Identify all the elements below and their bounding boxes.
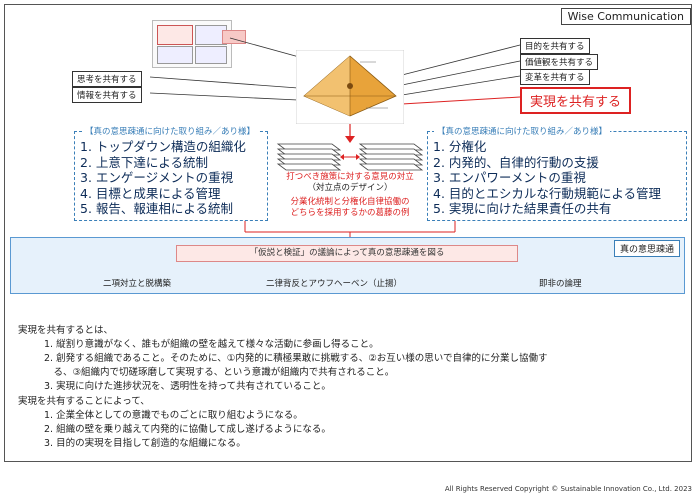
right-item-4: 4. 目的とエシカルな行動規範による管理 <box>433 185 662 201</box>
conflict-design-line: （対立点のデザイン） <box>307 183 393 193</box>
realization-item-2-cont: る、③組織内で切磋琢磨して実現する、という意識が組織内で共有されること。 <box>44 367 395 378</box>
pyramid-diagram <box>296 50 404 124</box>
right-item-3: 3. エンパワーメントの重視 <box>433 170 586 185</box>
effect-item-3: 3. 目的の実現を目指して創造的な組織になる。 <box>44 438 246 449</box>
left-item-2: 2. 上意下達による統制 <box>80 154 209 170</box>
share-realization-box: 実現を共有する <box>520 87 632 114</box>
left-item-1: 1. トップダウン構造の組織化 <box>80 139 246 154</box>
matrix-thumbnail <box>152 20 232 68</box>
right-panel-title: 【真の意思疎通に向けた取り組み／あり様】 <box>434 125 611 137</box>
share-information-box: 情報を共有する <box>72 87 142 103</box>
left-item-3: 3. エンゲージメントの重視 <box>80 170 234 185</box>
left-item-4: 4. 目標と成果による管理 <box>80 185 221 201</box>
realization-item-2: 2. 創発する組織であること。そのために、①内発的に積極果敢に挑戦する、②お互い… <box>44 353 548 364</box>
heading-effects: 実現を共有することによって、 <box>18 396 150 407</box>
left-item-5: 5. 報告、報連相による統制 <box>80 201 234 216</box>
true-communication-label: 真の意思疎通 <box>613 240 680 257</box>
right-item-1: 1. 分権化 <box>433 139 487 154</box>
document-stacks <box>276 143 424 171</box>
share-change-box: 変革を共有する <box>520 69 590 85</box>
binary-opposition-label: 二項対立と脱構築 <box>103 279 172 289</box>
left-panel-title: 【真の意思疎通に向けた取り組み／あり様】 <box>82 125 259 137</box>
dilemma-line-1: 分業化統制と分権化自律協働の <box>290 197 410 207</box>
left-panel-list: 1. トップダウン構造の組織化 2. 上意下達による統制 3. エンゲージメント… <box>80 139 246 217</box>
realization-item-3: 3. 実現に向けた進捗状況を、透明性を持って共有されていること。 <box>44 381 331 392</box>
hypothesis-bar: 「仮説と検証」の議論によって真の意思疎通を図る <box>176 245 518 262</box>
effect-item-1: 1. 企業全体としての意識でものごとに取り組むようになる。 <box>44 410 303 421</box>
conflict-line: 打つべき施策に対する意見の対立 <box>286 172 414 182</box>
dilemma-line-2: どちらを採用するかの葛藤の例 <box>290 208 410 218</box>
effect-item-2: 2. 組織の壁を乗り越えて内発的に協働して成し遂げるようになる。 <box>44 424 331 435</box>
right-item-2: 2. 内発的、自律的行動の支援 <box>433 154 599 170</box>
brand-label: Wise Communication <box>560 8 691 25</box>
share-purpose-box: 目的を共有する <box>520 38 590 54</box>
antinomy-label: 二律背反とアウフヘーベン（止揚） <box>266 279 403 289</box>
diagram-frame <box>4 4 692 462</box>
share-thinking-box: 思考を共有する <box>72 71 142 87</box>
true-communication-panel: 真の意思疎通 「仮説と検証」の議論によって真の意思疎通を図る 二項対立と脱構築 … <box>10 237 685 294</box>
sokuhi-logic-label: 即非の論理 <box>539 279 582 289</box>
right-panel-list: 1. 分権化 2. 内発的、自律的行動の支援 3. エンパワーメントの重視 4.… <box>433 139 661 217</box>
share-values-box: 価値観を共有する <box>520 54 599 70</box>
realization-item-1: 1. 縦割り意識がなく、誰もが組織の壁を越えて様々な活動に参画し得ること。 <box>44 339 379 350</box>
right-item-5: 5. 実現に向けた結果責任の共有 <box>433 201 612 216</box>
heading-realization: 実現を共有するとは、 <box>18 325 114 336</box>
copyright-footer: All Rights Reserved Copyright © Sustaina… <box>444 485 692 493</box>
middle-text: 打つべき施策に対する意見の対立 （対立点のデザイン） 分業化統制と分権化自律協働… <box>268 172 432 219</box>
